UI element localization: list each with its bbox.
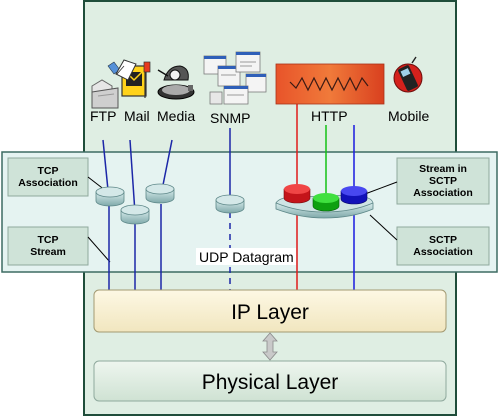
media-icon [157, 65, 195, 100]
udp-datagram-label: UDP Datagram [199, 249, 294, 265]
bidirectional-arrow-icon [262, 332, 278, 361]
tcp-association-box [7, 157, 89, 197]
sctp-stream-blue [340, 186, 368, 205]
app-label-ftp: FTP [90, 108, 116, 124]
tcp-stream-line-media [161, 139, 173, 191]
tcp-stream-line-mail [129, 139, 136, 214]
sctp-association-label-line1: SCTP [429, 234, 457, 246]
ip-layer-label: IP Layer [231, 301, 309, 324]
tcp-disk-ftp [95, 186, 125, 207]
tcp-stream-box [7, 226, 89, 266]
http-waveform-icon [275, 63, 385, 105]
stream-in-sctp-label-line1: Stream in [419, 163, 467, 175]
sctp-association-connector [369, 214, 398, 241]
udp-disk [215, 194, 245, 214]
snmp-icon [203, 51, 267, 105]
sctp-association-box [396, 226, 490, 266]
physical-layer-label: Physical Layer [202, 371, 339, 394]
physical-layer-box [93, 360, 447, 402]
folder-icon [91, 61, 121, 109]
mobile-phone-icon [393, 56, 423, 93]
tcp-disk-media [145, 183, 175, 204]
tcp-association-label-line2: Association [18, 177, 78, 189]
sctp-stream-green [312, 193, 340, 212]
udp-label-backing [196, 248, 296, 265]
tcp-stream-label-line2: Stream [30, 246, 66, 258]
app-label-mail: Mail [124, 108, 150, 124]
app-label-snmp: SNMP [210, 110, 250, 126]
stream-in-sctp-label-line3: Association [413, 187, 473, 199]
mail-icon [115, 59, 151, 98]
sctp-stream-red [283, 184, 311, 204]
tcp-association-label-line1: TCP [38, 165, 59, 177]
ip-layer-box [93, 289, 447, 333]
tcp-disk-mail [120, 204, 150, 225]
stream-in-sctp-box [396, 157, 490, 205]
tcp-stream-label-line1: TCP [38, 234, 59, 246]
app-label-http: HTTP [311, 108, 348, 124]
stream-in-sctp-label-line2: SCTP [429, 175, 457, 187]
sctp-association-label-line2: Association [413, 246, 473, 258]
tcp-stream-connector [87, 236, 111, 263]
app-label-media: Media [157, 108, 195, 124]
app-label-mobile: Mobile [388, 108, 429, 124]
stream-in-sctp-connector [364, 181, 398, 195]
